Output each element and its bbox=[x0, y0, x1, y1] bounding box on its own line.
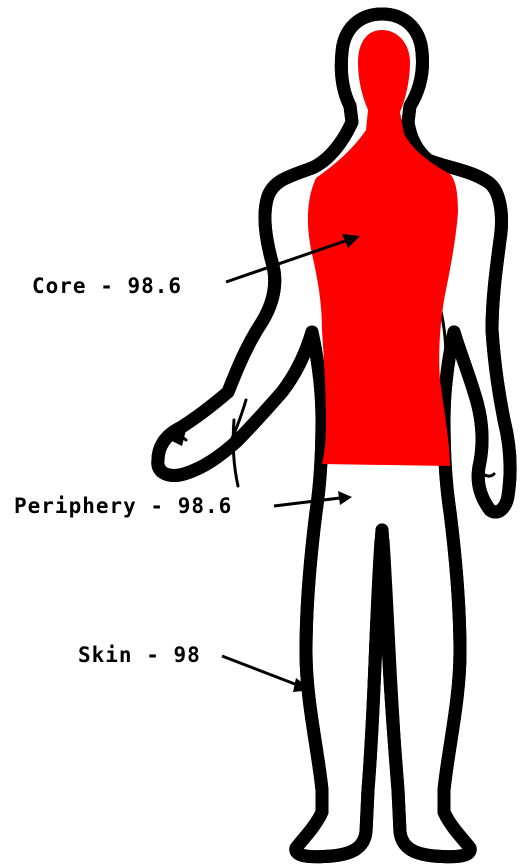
skin-label: Skin - 98 bbox=[78, 643, 201, 667]
core-region bbox=[308, 30, 458, 466]
periphery-label: Periphery - 98.6 bbox=[14, 494, 232, 518]
skin-arrow bbox=[222, 656, 312, 692]
core-label: Core - 98.6 bbox=[32, 274, 182, 298]
